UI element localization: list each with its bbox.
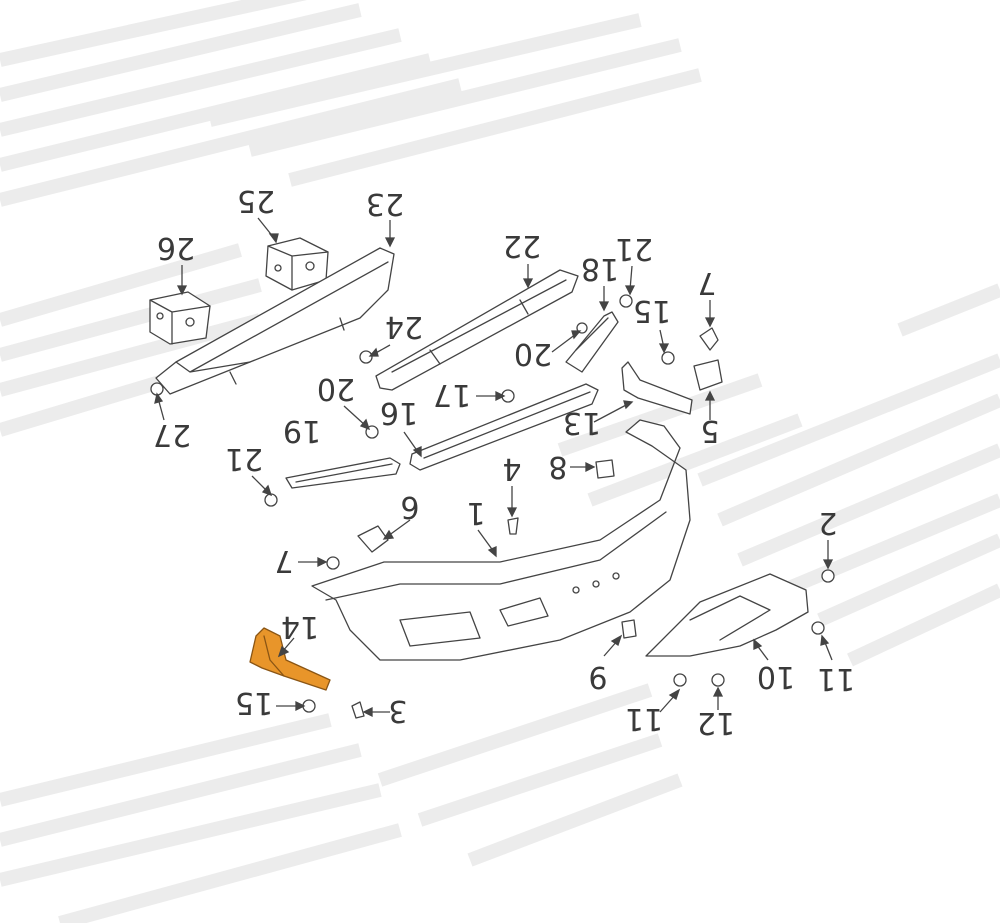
part-3-clip [351, 701, 365, 719]
part-10-splash-shield [645, 573, 809, 657]
callout-27: 27 [153, 417, 191, 452]
callout-22: 22 [503, 228, 541, 263]
part-15-nut [661, 351, 675, 365]
callout-19: 19 [283, 413, 321, 448]
callout-23: 23 [366, 186, 404, 221]
callout-16: 16 [380, 395, 418, 430]
part-6-bracket [357, 525, 389, 553]
callout-5: 5 [700, 413, 719, 448]
callout-4: 4 [502, 451, 521, 486]
part-4-clip [507, 517, 519, 535]
part-5-bracket [693, 359, 723, 391]
callout-3: 3 [388, 693, 407, 728]
callout-7: 7 [274, 543, 293, 578]
part-23-reinforcement [155, 247, 395, 395]
part-8-clip [595, 459, 615, 479]
callout-2: 2 [818, 505, 837, 540]
callout-10: 10 [757, 659, 795, 694]
part-18-bracket [565, 311, 619, 373]
callout-13: 13 [563, 405, 601, 440]
part-22-absorber [375, 269, 579, 391]
part-11-clip [673, 673, 687, 687]
callout-12: 12 [697, 705, 735, 740]
callout-26: 26 [157, 230, 195, 265]
callout-15: 15 [235, 685, 273, 720]
part-26-mount [149, 291, 211, 345]
part-2-clip [821, 569, 835, 583]
part-19-bracket [285, 457, 401, 489]
part-1-bumper-cover [311, 419, 691, 661]
part-14-bracket [249, 627, 331, 691]
part-12-clip [711, 673, 725, 687]
callout-20: 20 [317, 371, 355, 406]
callout-1: 1 [466, 495, 485, 530]
callout-25: 25 [237, 183, 275, 218]
leader-lines [154, 217, 834, 718]
callout-7: 7 [697, 265, 716, 300]
callout-21: 21 [225, 441, 263, 476]
callout-11: 11 [625, 701, 663, 736]
part-7-clip [699, 327, 719, 351]
callout-8: 8 [548, 449, 567, 484]
callout-11: 11 [817, 661, 855, 696]
callout-15: 15 [633, 293, 671, 328]
callout-9: 9 [588, 659, 607, 694]
part-21-nut [264, 493, 278, 507]
callout-14: 14 [281, 609, 319, 644]
callout-21: 21 [615, 231, 653, 266]
callout-6: 6 [400, 489, 419, 524]
callout-20: 20 [514, 336, 552, 371]
part-24-nut [359, 350, 373, 364]
callout-17: 17 [433, 377, 471, 412]
part-21-clip [619, 294, 633, 308]
part-13-side-bracket [621, 361, 693, 415]
part-11-clip [811, 621, 825, 635]
callout-18: 18 [581, 251, 619, 286]
part-9-clip [621, 619, 637, 639]
callout-24: 24 [385, 309, 423, 344]
part-16-bracket [409, 383, 599, 471]
part-7-bolt [326, 556, 340, 570]
